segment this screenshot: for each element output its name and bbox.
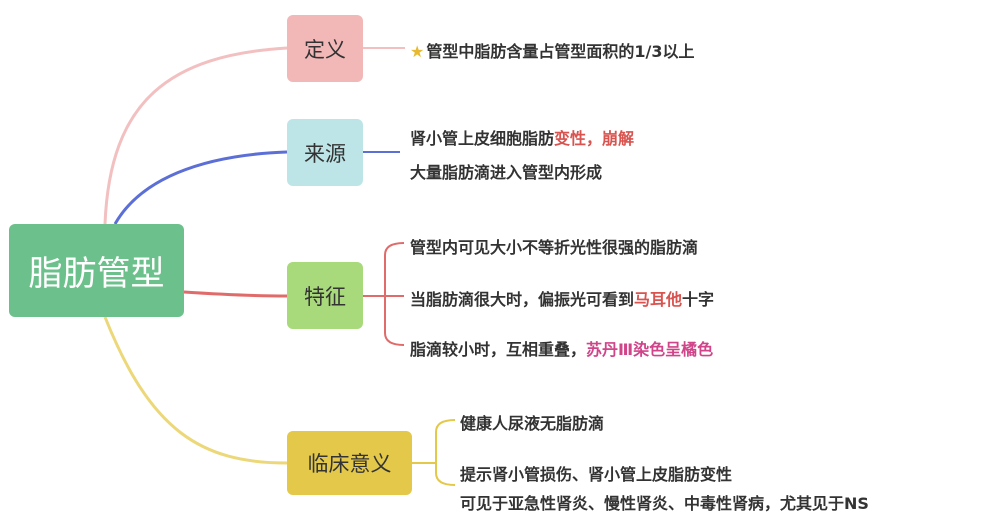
feature-item-2-before: 当脂肪滴很大时，偏振光可看到 [410, 290, 635, 309]
edge-root-clinical [103, 316, 288, 465]
edge-root-definition [103, 46, 288, 225]
root-label: 脂肪管型 [28, 254, 165, 294]
source-line-1: 肾小管上皮细胞脂肪变性，崩解 [410, 125, 634, 149]
clinical-item-2-line-2: 可见于亚急性肾炎、慢性肾炎、中毒性肾病，尤其见于NS [460, 490, 869, 514]
branch-definition-label: 定义 [304, 37, 346, 62]
feature-item-3-before: 脂滴较小时，互相重叠， [410, 340, 587, 359]
clinical-item-1-text: 健康人尿液无脂肪滴 [460, 414, 605, 433]
star-icon: ★ [410, 42, 425, 61]
source-line-1-text: 肾小管上皮细胞脂肪 [410, 129, 555, 148]
clinical-item-2-line-1-text: 提示肾小管损伤、肾小管上皮脂肪变性 [460, 465, 733, 484]
bracket-features [363, 242, 405, 346]
feature-item-1: 管型内可见大小不等折光性很强的脂肪滴 [410, 234, 698, 258]
branch-source-label: 来源 [304, 141, 346, 166]
feature-item-2: 当脂肪滴很大时，偏振光可看到马耳他十字 [410, 286, 714, 310]
clinical-item-2-line-1: 提示肾小管损伤、肾小管上皮脂肪变性 [460, 461, 732, 485]
branch-clinical: 临床意义 [287, 431, 412, 495]
edge-root-features [183, 290, 288, 298]
source-line-1-highlight: 变性，崩解 [554, 129, 635, 148]
branch-features: 特征 [287, 262, 363, 329]
edge-root-source [113, 150, 288, 225]
source-line-2-text: 大量脂肪滴进入管型内形成 [410, 163, 603, 182]
feature-item-3-highlight: 苏丹Ⅲ染色呈橘色 [586, 340, 714, 359]
branch-definition: 定义 [287, 15, 363, 82]
branch-features-label: 特征 [304, 284, 346, 309]
root-node-fat-cast: 脂肪管型 [9, 224, 184, 317]
branch-clinical-label: 临床意义 [307, 452, 392, 476]
definition-content: 管型中脂肪含量占管型面积的1/3以上 [426, 42, 695, 61]
feature-item-1-text: 管型内可见大小不等折光性很强的脂肪滴 [410, 238, 699, 257]
branch-source: 来源 [287, 119, 363, 186]
feature-item-3: 脂滴较小时，互相重叠，苏丹Ⅲ染色呈橘色 [410, 336, 713, 360]
source-line-2: 大量脂肪滴进入管型内形成 [410, 159, 602, 183]
feature-item-2-after: 十字 [682, 290, 715, 309]
definition-text: ★管型中脂肪含量占管型面积的1/3以上 [410, 38, 694, 62]
feature-item-2-highlight: 马耳他 [634, 290, 683, 309]
clinical-item-1: 健康人尿液无脂肪滴 [460, 410, 604, 434]
bracket-clinical [412, 419, 456, 486]
clinical-item-2-line-2-text: 可见于亚急性肾炎、慢性肾炎、中毒性肾病，尤其见于NS [460, 494, 869, 513]
